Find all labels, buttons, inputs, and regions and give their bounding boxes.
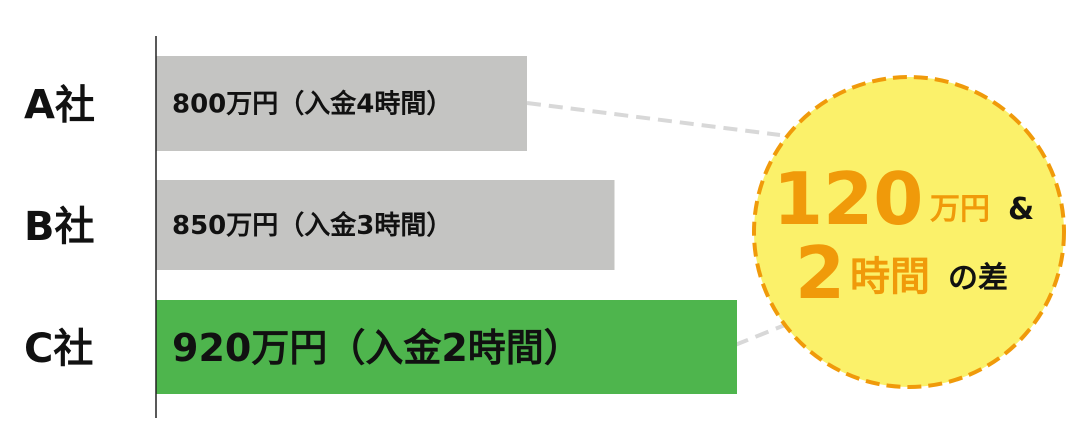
category-label: C社: [24, 326, 93, 372]
callout-amount-unit: 万円: [930, 192, 990, 227]
bar-2: [156, 300, 737, 394]
data-label: 850万円（入金3時間）: [172, 210, 452, 241]
callout-circle: [752, 75, 1066, 389]
connector-line-top: [526, 101, 781, 137]
callout-time: 2: [795, 231, 845, 315]
category-label: B社: [24, 204, 95, 250]
data-label: 800万円（入金4時間）: [172, 89, 452, 120]
callout-time-unit: 時間: [850, 254, 930, 300]
callout-suffix: の差: [948, 261, 1008, 296]
connector-line-bottom: [734, 323, 786, 347]
bar-1: [156, 180, 615, 270]
bar-0: [156, 56, 527, 151]
callout-amount: 120: [773, 157, 923, 241]
data-label: 920万円（入金2時間）: [172, 326, 582, 370]
category-label: A社: [24, 83, 95, 129]
callout-and: &: [1008, 192, 1034, 227]
